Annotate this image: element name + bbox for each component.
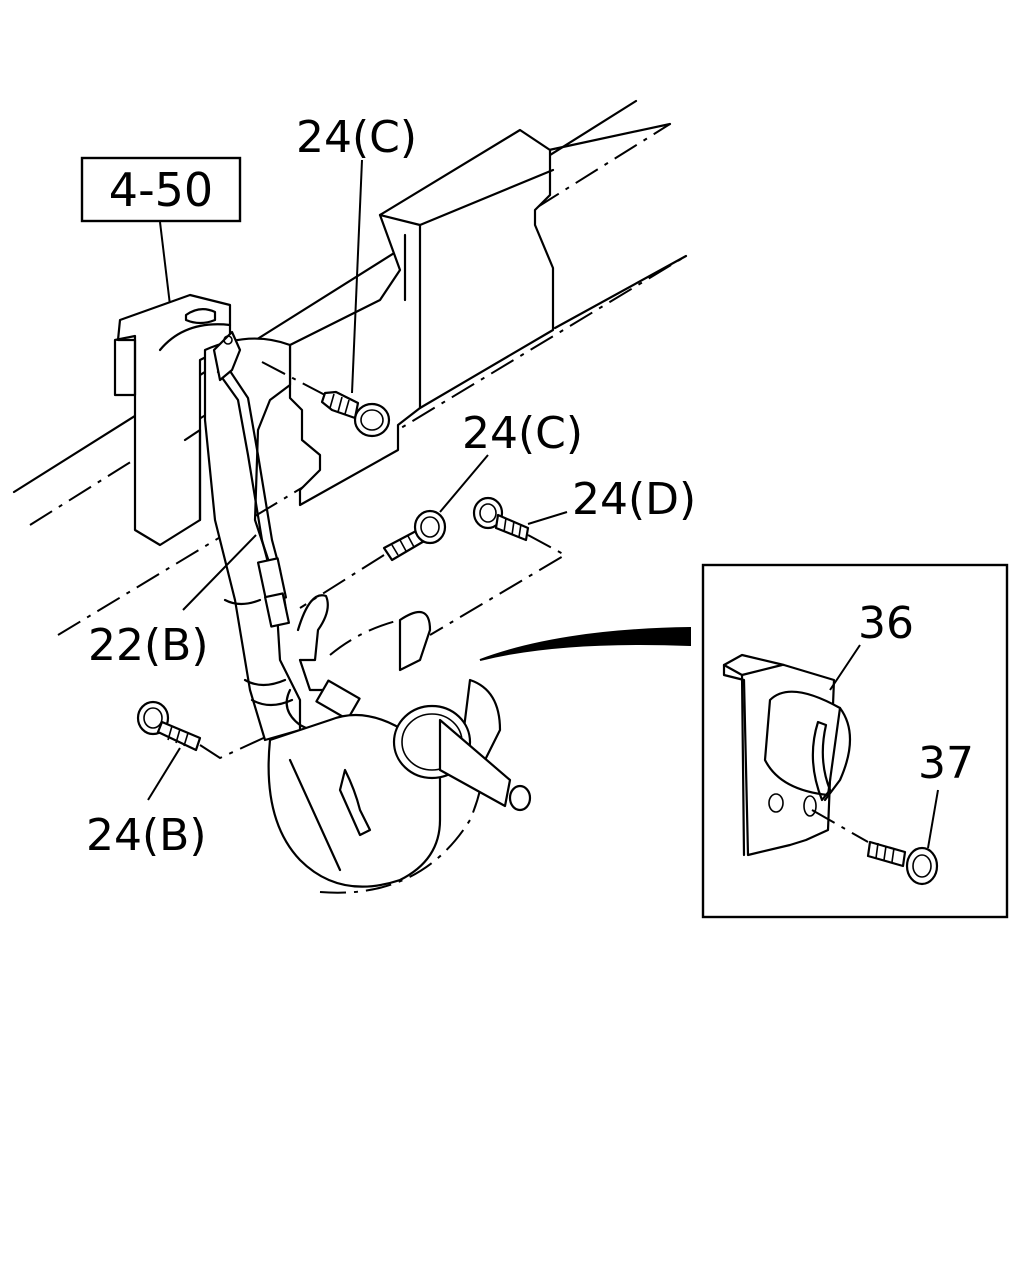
label-24d: 24(D) — [572, 474, 696, 525]
label-36: 36 — [858, 598, 914, 649]
bolt-24c-mid — [299, 454, 489, 609]
frame-bracket — [113, 293, 232, 547]
label-22b: 22(B) — [88, 620, 209, 671]
bolt-24b — [136, 700, 271, 801]
label-37: 37 — [918, 738, 974, 789]
reference-label: 4-50 — [109, 163, 213, 217]
leader-22b — [182, 534, 257, 611]
label-24b: 24(B) — [86, 810, 207, 861]
reference-box: 4-50 — [80, 156, 242, 306]
label-24c-mid: 24(C) — [462, 408, 583, 459]
bolt-24d — [429, 496, 568, 636]
bolt-24c-top — [261, 159, 391, 438]
detail-arrow — [479, 626, 691, 661]
hub-spindle — [392, 704, 532, 812]
detail-inset — [701, 563, 1009, 919]
label-24c-top: 24(C) — [296, 112, 417, 163]
